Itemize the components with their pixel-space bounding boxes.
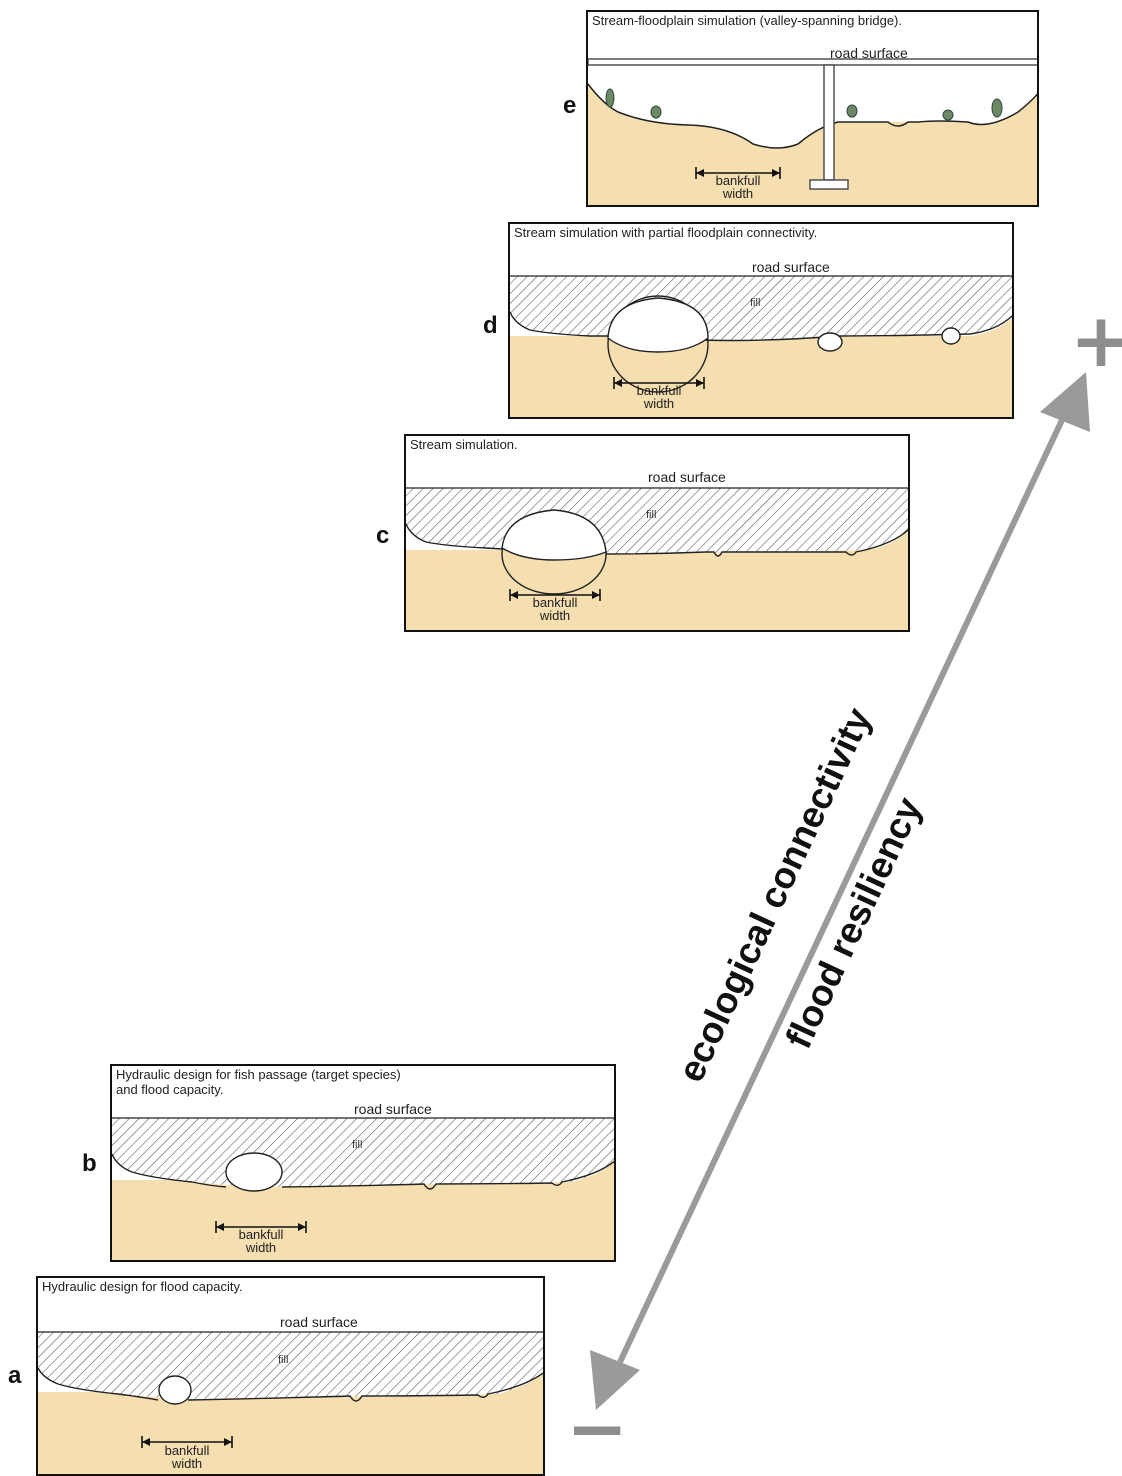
panel-c: Stream simulation. road surface fill ban…	[404, 434, 910, 632]
panel-letter-a: a	[8, 1362, 22, 1389]
bankfull-text: bankfull	[532, 595, 578, 610]
panel-d: Stream simulation with partial floodplai…	[508, 222, 1014, 419]
bankfull-text: bankfull	[238, 1227, 284, 1242]
panel-b-bankfull-label: bankfull width	[216, 1228, 306, 1254]
panel-b-fill-label: fill	[352, 1139, 363, 1151]
panel-c-road-label: road surface	[648, 469, 726, 485]
panel-a-bankfull-label: bankfull width	[142, 1444, 232, 1470]
bankfull-text: bankfull	[715, 173, 761, 188]
bankfull-text: bankfull	[164, 1443, 210, 1458]
minus-sign: −	[566, 1386, 629, 1472]
panel-d-road-label: road surface	[752, 259, 830, 275]
panel-e-title: Stream-floodplain simulation (valley-spa…	[592, 13, 902, 28]
arrow-head-down-icon	[590, 1350, 640, 1410]
width-text: width	[245, 1240, 277, 1255]
panel-a-road-label: road surface	[280, 1314, 358, 1330]
panel-e-bankfull-label: bankfull width	[698, 174, 778, 200]
panel-c-fill-label: fill	[646, 509, 657, 521]
panel-a: Hydraulic design for flood capacity. roa…	[36, 1276, 545, 1476]
panel-c-drawing	[406, 436, 908, 630]
panel-e-road-label: road surface	[830, 45, 908, 61]
width-text: width	[722, 186, 754, 201]
panel-a-title: Hydraulic design for flood capacity.	[42, 1279, 243, 1294]
panel-b-title-line2: and flood capacity.	[116, 1082, 224, 1097]
arrow-head-up-icon	[1040, 372, 1090, 432]
panel-letter-b: b	[82, 1150, 97, 1177]
panel-e: Stream-floodplain simulation (valley-spa…	[586, 10, 1039, 207]
panel-a-drawing	[38, 1278, 543, 1474]
width-text: width	[171, 1456, 203, 1471]
panel-c-bankfull-label: bankfull width	[510, 596, 600, 622]
panel-d-title: Stream simulation with partial floodplai…	[514, 225, 818, 240]
panel-letter-d: d	[483, 312, 498, 339]
width-text: width	[539, 608, 571, 623]
panel-d-drawing	[510, 224, 1012, 417]
panel-e-drawing	[588, 58, 1037, 205]
panel-d-fill-label: fill	[750, 297, 761, 309]
tree-icon	[605, 88, 1003, 121]
panel-b-road-label: road surface	[354, 1101, 432, 1117]
panel-b-title: Hydraulic design for fish passage (targe…	[116, 1067, 401, 1097]
plus-sign: +	[1070, 298, 1122, 384]
panel-c-title: Stream simulation.	[410, 437, 518, 452]
bankfull-text: bankfull	[636, 383, 682, 398]
panel-d-bankfull-label: bankfull width	[614, 384, 704, 410]
panel-b-drawing	[112, 1066, 614, 1260]
panel-letter-e: e	[563, 92, 577, 119]
panel-letter-c: c	[376, 522, 390, 549]
panel-b-title-line1: Hydraulic design for fish passage (targe…	[116, 1067, 401, 1082]
panel-b: Hydraulic design for fish passage (targe…	[110, 1064, 616, 1262]
width-text: width	[643, 396, 675, 411]
panel-a-fill-label: fill	[278, 1354, 289, 1366]
